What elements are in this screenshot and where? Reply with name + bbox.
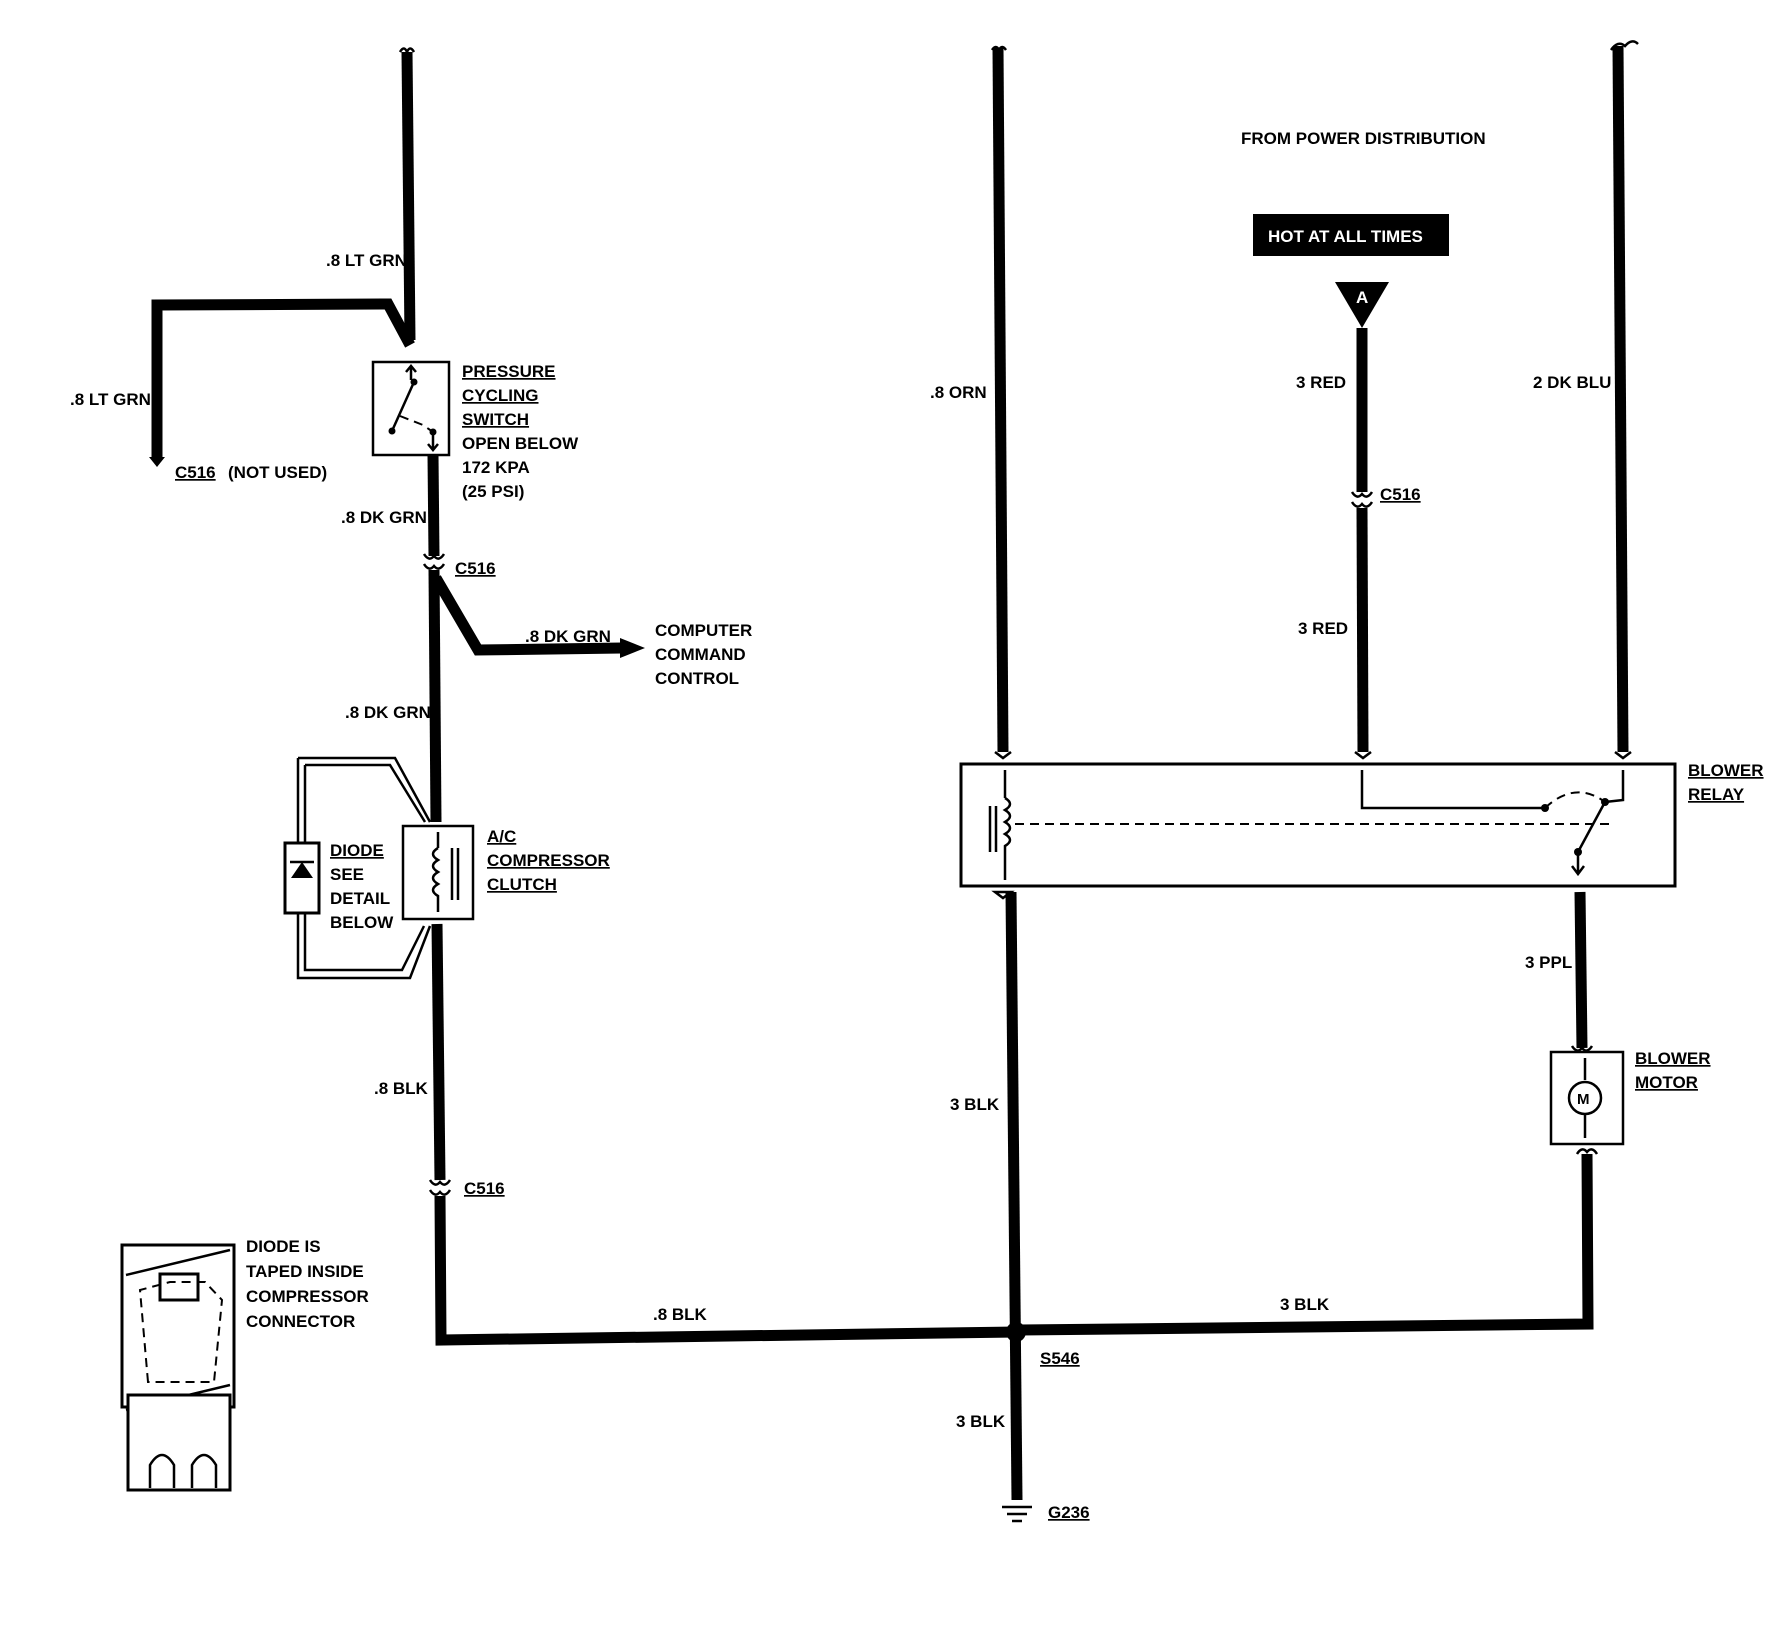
computer-command-label-3: CONTROL xyxy=(655,669,739,688)
c516-lower-label: C516 xyxy=(464,1179,505,1198)
wire-dk-blu xyxy=(1612,45,1629,753)
diode-note-1: SEE xyxy=(330,865,364,884)
wire-red-1-label: 3 RED xyxy=(1296,373,1346,392)
c516-red-label: C516 xyxy=(1380,485,1421,504)
wire-dk-grn-2 xyxy=(428,569,442,823)
wire-dk-grn-branch-label: .8 DK GRN xyxy=(525,627,611,646)
wire-orn xyxy=(992,47,1009,753)
wire-blk-mid-label: 3 BLK xyxy=(950,1095,1000,1114)
pressure-switch-label-3: SWITCH xyxy=(462,410,529,429)
pressure-switch-note-1: OPEN BELOW xyxy=(462,434,579,453)
diode-note-3: BELOW xyxy=(330,913,394,932)
blower-motor-label-1: BLOWER xyxy=(1635,1049,1711,1068)
blower-motor xyxy=(1549,1050,1625,1146)
ac-compressor-clutch xyxy=(401,824,475,921)
terminal-a-label: A xyxy=(1356,288,1368,307)
wire-dk-blu-label: 2 DK BLU xyxy=(1533,373,1611,392)
ac-clutch-label-1: A/C xyxy=(487,827,516,846)
blower-relay xyxy=(959,762,1677,888)
not-used-label: (NOT USED) xyxy=(228,463,327,482)
diode-detail-4: CONNECTOR xyxy=(246,1312,355,1331)
computer-command-label-2: COMMAND xyxy=(655,645,746,664)
ground-label: G236 xyxy=(1048,1503,1090,1522)
wire-blk-bottom-label: .8 BLK xyxy=(653,1305,708,1324)
wire-dk-grn-branch xyxy=(431,575,623,656)
wire-blk-mid xyxy=(1005,891,1023,1501)
wire-blk-ground-label: 3 BLK xyxy=(956,1412,1006,1431)
terminal-a-triangle xyxy=(1335,282,1389,328)
pressure-switch-label-1: PRESSURE xyxy=(462,362,556,381)
wire-blk-bottom xyxy=(434,1195,1021,1346)
wire-blk-right-label: 3 BLK xyxy=(1280,1295,1330,1314)
splice-s546-dot xyxy=(1006,1322,1026,1342)
wire-blk-right xyxy=(1019,1153,1594,1336)
diode-detail-3: COMPRESSOR xyxy=(246,1287,369,1306)
wire-blk-left xyxy=(431,923,446,1181)
diode-note-2: DETAIL xyxy=(330,889,390,908)
pressure-cycling-switch xyxy=(371,360,451,457)
wire-dk-grn-1-label: .8 DK GRN xyxy=(341,508,427,527)
wire-lt-grn-left-label: .8 LT GRN xyxy=(70,390,151,409)
pressure-switch-label-2: CYCLING xyxy=(462,386,539,405)
wire-lt-grn-top xyxy=(401,51,416,341)
diode-detail-1: DIODE IS xyxy=(246,1237,321,1256)
c516-not-used-label: C516 xyxy=(175,463,216,482)
left-circuit xyxy=(149,47,1021,1346)
diode-loop xyxy=(283,756,432,980)
ac-clutch-label-3: CLUTCH xyxy=(487,875,557,894)
wire-dk-grn-2-label: .8 DK GRN xyxy=(345,703,431,722)
blower-motor-label-2: MOTOR xyxy=(1635,1073,1698,1092)
hot-at-all-times-label: HOT AT ALL TIMES xyxy=(1268,227,1423,246)
wire-lt-grn-left xyxy=(151,298,415,458)
ac-clutch-label-2: COMPRESSOR xyxy=(487,851,610,870)
blower-relay-label-1: BLOWER xyxy=(1688,761,1764,780)
wire-orn-label: .8 ORN xyxy=(930,383,987,402)
ground-g236-symbol xyxy=(1002,1505,1032,1523)
wire-dk-grn-1 xyxy=(427,454,440,557)
right-circuit xyxy=(959,40,1677,1523)
pressure-switch-note-2: 172 KPA xyxy=(462,458,530,477)
pressure-switch-note-3: (25 PSI) xyxy=(462,482,524,501)
diode-label: DIODE xyxy=(330,841,384,860)
wire-red-2-label: 3 RED xyxy=(1298,619,1348,638)
diode-detail-2: TAPED INSIDE xyxy=(246,1262,364,1281)
wire-ppl-label: 3 PPL xyxy=(1525,953,1572,972)
diode-connector-detail xyxy=(120,1243,236,1492)
wire-blk-left-label: .8 BLK xyxy=(374,1079,429,1098)
hot-at-all-times-box xyxy=(1253,214,1449,256)
from-power-label: FROM POWER DISTRIBUTION xyxy=(1241,129,1486,148)
splice-label: S546 xyxy=(1040,1349,1080,1368)
wire-lt-grn-top-label: .8 LT GRN xyxy=(326,251,407,270)
computer-command-label-1: COMPUTER xyxy=(655,621,752,640)
blower-relay-label-2: RELAY xyxy=(1688,785,1745,804)
motor-symbol-label: M xyxy=(1577,1091,1590,1108)
wire-ppl xyxy=(1574,891,1588,1049)
wire-red-2 xyxy=(1356,507,1369,753)
c516-upper-label: C516 xyxy=(455,559,496,578)
